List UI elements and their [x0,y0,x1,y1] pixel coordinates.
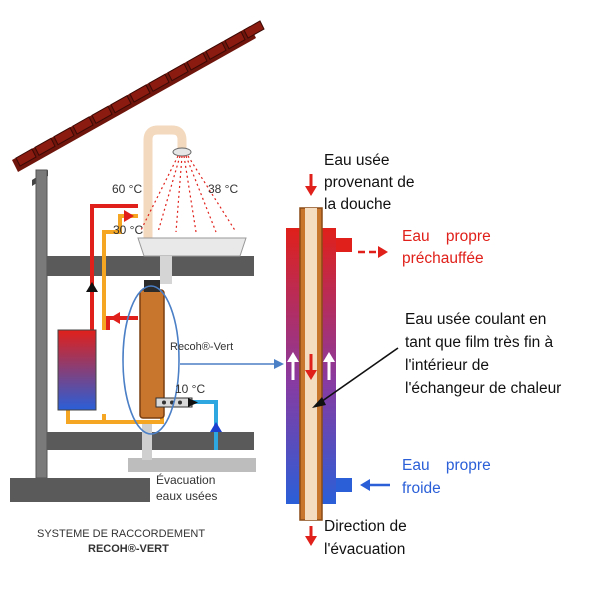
flow-up-right-icon [323,352,335,380]
roof-tile [53,126,75,146]
shower-riser-pipe [143,125,187,250]
temp-mixed-label: 30 °C [113,223,144,237]
wastewater-in-arrow-icon [305,174,317,196]
preheat-arrow-icon [110,312,120,324]
drain-direction-line1: Direction de [324,518,407,535]
tray-drain [160,256,172,284]
valve-arrow-icon [188,398,198,407]
hot-out-arrow-icon [358,246,388,258]
roof-tile [224,30,246,50]
cold-inlet-stub [336,478,352,492]
wastewater-in-line1: Eau usée [324,152,390,169]
ground-slab [10,478,150,502]
film-label-line3: l'intérieur de [405,357,489,374]
drain-pipe-lower [142,420,152,460]
cold-label-line2: froide [402,480,441,497]
cold-arrow-icon [210,422,222,432]
roof-tile [243,20,265,39]
preheated-pipe [106,316,138,330]
zoom-highlight-ellipse [122,285,180,435]
temp-shower-label: 38 °C [208,182,239,196]
shower-tray [137,237,247,257]
roof-tile [72,116,94,135]
roof-tile [148,73,170,93]
cold-in-arrow-icon [360,479,390,491]
upper-floor-slab [47,256,254,276]
flow-up-left-icon [287,352,299,380]
shower-head-icon [172,147,192,157]
film-label-line1: Eau usée coulant en [405,311,547,328]
film-label-line4: l'échangeur de chaleur [405,380,562,397]
wastewater-in-line2: provenant de [324,174,415,191]
flow-down-center-icon [305,354,317,380]
water-heater-tank [57,329,97,411]
preheated-label-line1: Eau propre [402,228,491,245]
roof-tile [167,62,189,82]
mixer-valve-marks [162,400,182,405]
zoom-arrow-icon [274,359,284,369]
device-label: Recoh®-Vert [170,341,234,353]
film-pointer-arrow-icon [312,397,326,408]
drain-label-line2: eaux usées [156,489,218,503]
drain-base [128,458,256,472]
caption-line2: RECOH®-VERT [88,543,169,555]
cold-label-line1: Eau propre [402,457,491,474]
wall-post [35,169,48,479]
roof-tile [15,148,37,167]
roof-tile [129,84,151,103]
film-pointer-line [317,347,399,405]
temp-cold-label: 10 °C [175,382,206,396]
roof-tile [34,137,56,157]
roof-tile [110,94,132,114]
hot-arrow-icon [86,282,98,292]
film-label-line2: tant que film très fin à [405,334,554,351]
hot-outlet-stub [336,238,352,252]
drain-direction-arrow-icon [305,526,317,546]
drain-direction-line2: l'évacuation [324,541,406,558]
temp-hot-label: 60 °C [112,182,143,196]
preheated-label-line2: préchauffée [402,250,484,267]
caption-line1: SYSTEME DE RACCORDEMENT [37,528,206,540]
roof-tile [205,41,227,61]
drain-label-line1: Évacuation [156,473,216,487]
shower-spray [139,155,237,233]
wastewater-in-line3: la douche [324,196,392,213]
roof-tile [91,105,113,125]
roof-tile [186,52,208,71]
roof [12,20,265,186]
warm-arrow-icon [124,210,134,222]
